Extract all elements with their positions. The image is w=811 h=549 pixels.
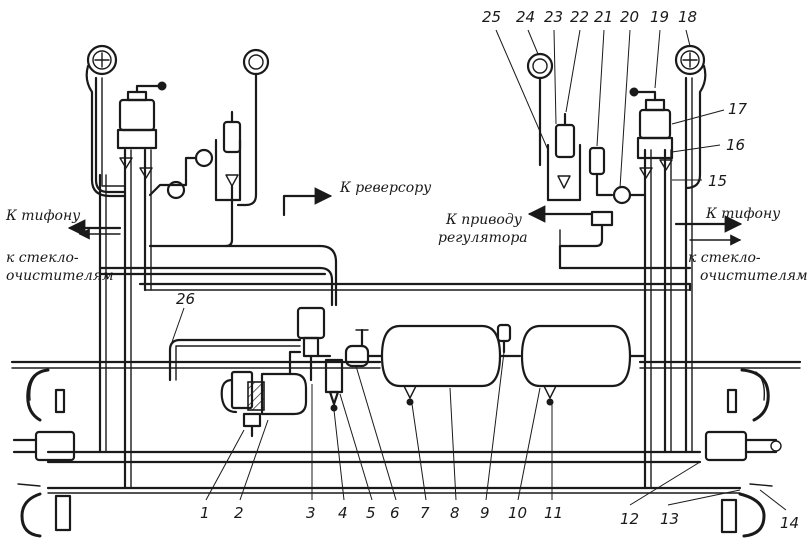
main-brake-line bbox=[46, 450, 742, 494]
callout-25: 25 bbox=[482, 8, 501, 26]
flow-arrows bbox=[67, 187, 743, 246]
oil-separator bbox=[316, 354, 344, 412]
callout-17: 17 bbox=[728, 100, 748, 118]
callout-18: 18 bbox=[678, 8, 697, 26]
label-to-reverser: К реверсору bbox=[339, 180, 432, 196]
callout-5: 5 bbox=[366, 504, 376, 522]
callout-3: 3 bbox=[306, 504, 316, 522]
callout-1: 1 bbox=[200, 504, 210, 522]
right-end-hoses bbox=[704, 368, 782, 538]
main-reservoir-2 bbox=[520, 324, 647, 406]
callout-9: 9 bbox=[480, 504, 490, 522]
callout-6: 6 bbox=[390, 504, 400, 522]
right-valve-group bbox=[546, 112, 647, 270]
callout-26: 26 bbox=[176, 290, 195, 308]
label-to-regulator-1: К приводу bbox=[445, 212, 523, 228]
callout-23: 23 bbox=[544, 8, 563, 26]
left-brake-valve bbox=[116, 81, 167, 179]
right-brake-valve bbox=[629, 87, 674, 179]
label-to-typhon-left: К тифону bbox=[5, 208, 81, 224]
right-risers bbox=[643, 76, 693, 490]
label-to-wiper-right-2: очистителям bbox=[700, 268, 808, 284]
callout-14: 14 bbox=[780, 514, 799, 532]
label-to-wiper-right-1: к стекло- bbox=[688, 250, 761, 266]
callout-13: 13 bbox=[660, 510, 679, 528]
callout-19: 19 bbox=[650, 8, 669, 26]
callout-22: 22 bbox=[570, 8, 589, 26]
callout-15: 15 bbox=[708, 172, 727, 190]
right-small-gauge bbox=[526, 52, 554, 167]
callout-10: 10 bbox=[508, 504, 527, 522]
compressor bbox=[220, 350, 308, 438]
label-to-wiper-left-2: очистителям bbox=[6, 268, 114, 284]
callout-2: 2 bbox=[234, 504, 244, 522]
callout-20: 20 bbox=[620, 8, 639, 26]
callout-8: 8 bbox=[450, 504, 460, 522]
left-pressure-gauge bbox=[85, 44, 127, 198]
callout-12: 12 bbox=[620, 510, 639, 528]
pipe-26 bbox=[168, 338, 302, 382]
callout-16: 16 bbox=[726, 136, 745, 154]
leader-lines bbox=[171, 29, 787, 511]
callout-7: 7 bbox=[420, 504, 430, 522]
left-risers bbox=[94, 76, 152, 490]
left-end-hoses bbox=[12, 368, 76, 538]
callout-21: 21 bbox=[594, 8, 613, 26]
label-to-wiper-left-1: к стекло- bbox=[6, 250, 79, 266]
callout-4: 4 bbox=[338, 504, 348, 522]
label-to-typhon-right: К тифону bbox=[705, 206, 781, 222]
connecting-valve bbox=[496, 323, 512, 354]
callout-24: 24 bbox=[516, 8, 535, 26]
label-to-regulator-2: регулятора bbox=[438, 230, 528, 246]
left-valve-group bbox=[148, 110, 242, 248]
left-small-gauge bbox=[236, 48, 270, 207]
callout-11: 11 bbox=[544, 504, 563, 522]
upper-supply-line bbox=[10, 360, 802, 369]
horizontal-distribution-lines bbox=[98, 229, 692, 307]
